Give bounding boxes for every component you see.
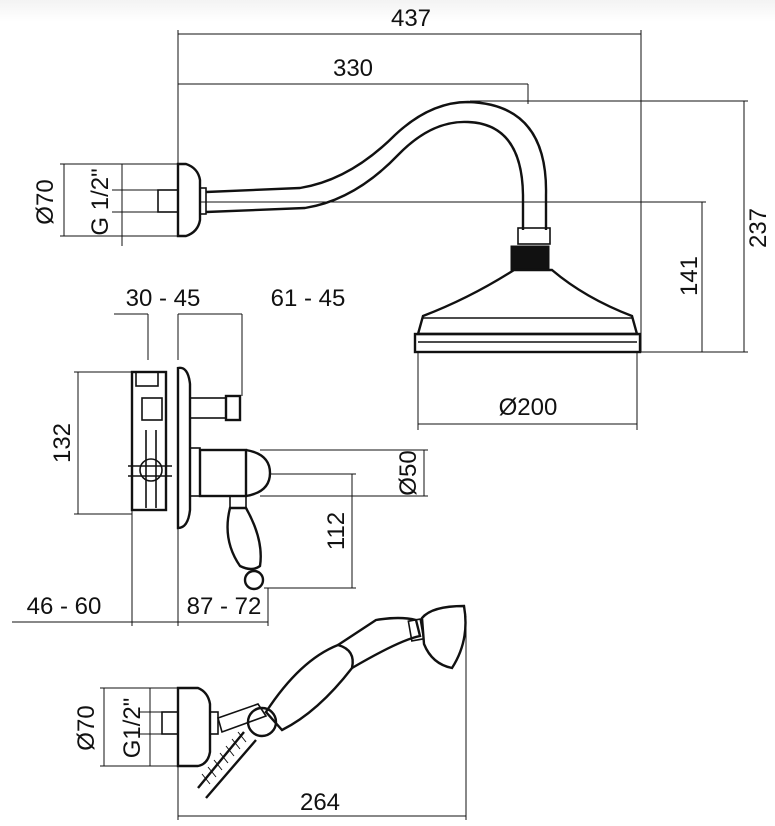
hand-shower-dimension-lines — [100, 616, 467, 820]
arm-connector — [517, 227, 551, 245]
holder-ring — [246, 706, 278, 738]
lever-grip — [226, 506, 262, 571]
swivel-nut — [510, 245, 550, 271]
dim-depth-range-a: 30 - 45 — [126, 285, 201, 312]
handset-head — [420, 604, 467, 670]
lever-tip — [243, 569, 265, 591]
wall-flange-top — [176, 162, 202, 238]
dim-flange-diameter-bottom: Ø70 — [73, 705, 100, 750]
dim-flange-diameter-top: Ø70 — [32, 179, 59, 224]
dim-lever-length: 112 — [323, 512, 350, 550]
hand-shower-assembly — [161, 604, 467, 799]
hose-ribs — [201, 731, 247, 785]
arm-pipe-outer — [205, 100, 548, 230]
handset-grip — [264, 643, 354, 732]
valve-top-block — [135, 371, 159, 387]
dim-head-diameter: Ø200 — [499, 394, 558, 421]
thread-stub-bottom — [161, 711, 179, 735]
handset-neck — [337, 616, 422, 670]
dim-wall-range-a: 46 - 60 — [27, 593, 102, 620]
hose — [197, 731, 257, 799]
diverter-knob — [224, 394, 242, 422]
dim-arm-to-head: 141 — [676, 256, 703, 296]
handle-cap — [245, 448, 272, 498]
dim-overall-width: 437 — [391, 5, 431, 32]
dim-handle-diameter: Ø50 — [395, 450, 422, 495]
diverter-block — [141, 397, 163, 421]
dim-arm-length: 330 — [333, 55, 373, 82]
wall-flange-bottom — [176, 686, 212, 768]
arm-pipe-inner — [205, 120, 525, 230]
mixer-dimension-lines — [12, 313, 428, 626]
dim-valve-height: 132 — [49, 423, 76, 463]
lever-neck — [229, 495, 247, 509]
shower-head-face — [413, 332, 642, 354]
flange-collar-top — [199, 187, 207, 215]
dim-wall-range-b: 87 - 72 — [187, 593, 262, 620]
dim-hand-shower-length: 264 — [300, 789, 340, 816]
valve-body — [130, 370, 168, 512]
thread-stub-top — [157, 189, 179, 213]
valve-cartridge — [139, 458, 163, 482]
diverter-stem — [189, 397, 227, 419]
dim-total-height: 237 — [745, 208, 772, 248]
top-dimension-lines — [60, 30, 748, 430]
dim-thread-bottom: G1/2" — [119, 698, 146, 759]
dim-depth-range-b: 61 - 45 — [271, 285, 346, 312]
mixer-valve-assembly — [128, 366, 272, 591]
holder-arm — [217, 703, 268, 734]
cover-plate — [176, 366, 192, 530]
handle-body — [198, 448, 248, 498]
flange-collar-bottom — [209, 711, 219, 735]
shower-head-dome — [416, 268, 639, 336]
dim-thread-top: G 1/2" — [87, 168, 114, 235]
handle-flange — [189, 447, 201, 497]
shower-arm-assembly — [157, 100, 642, 354]
